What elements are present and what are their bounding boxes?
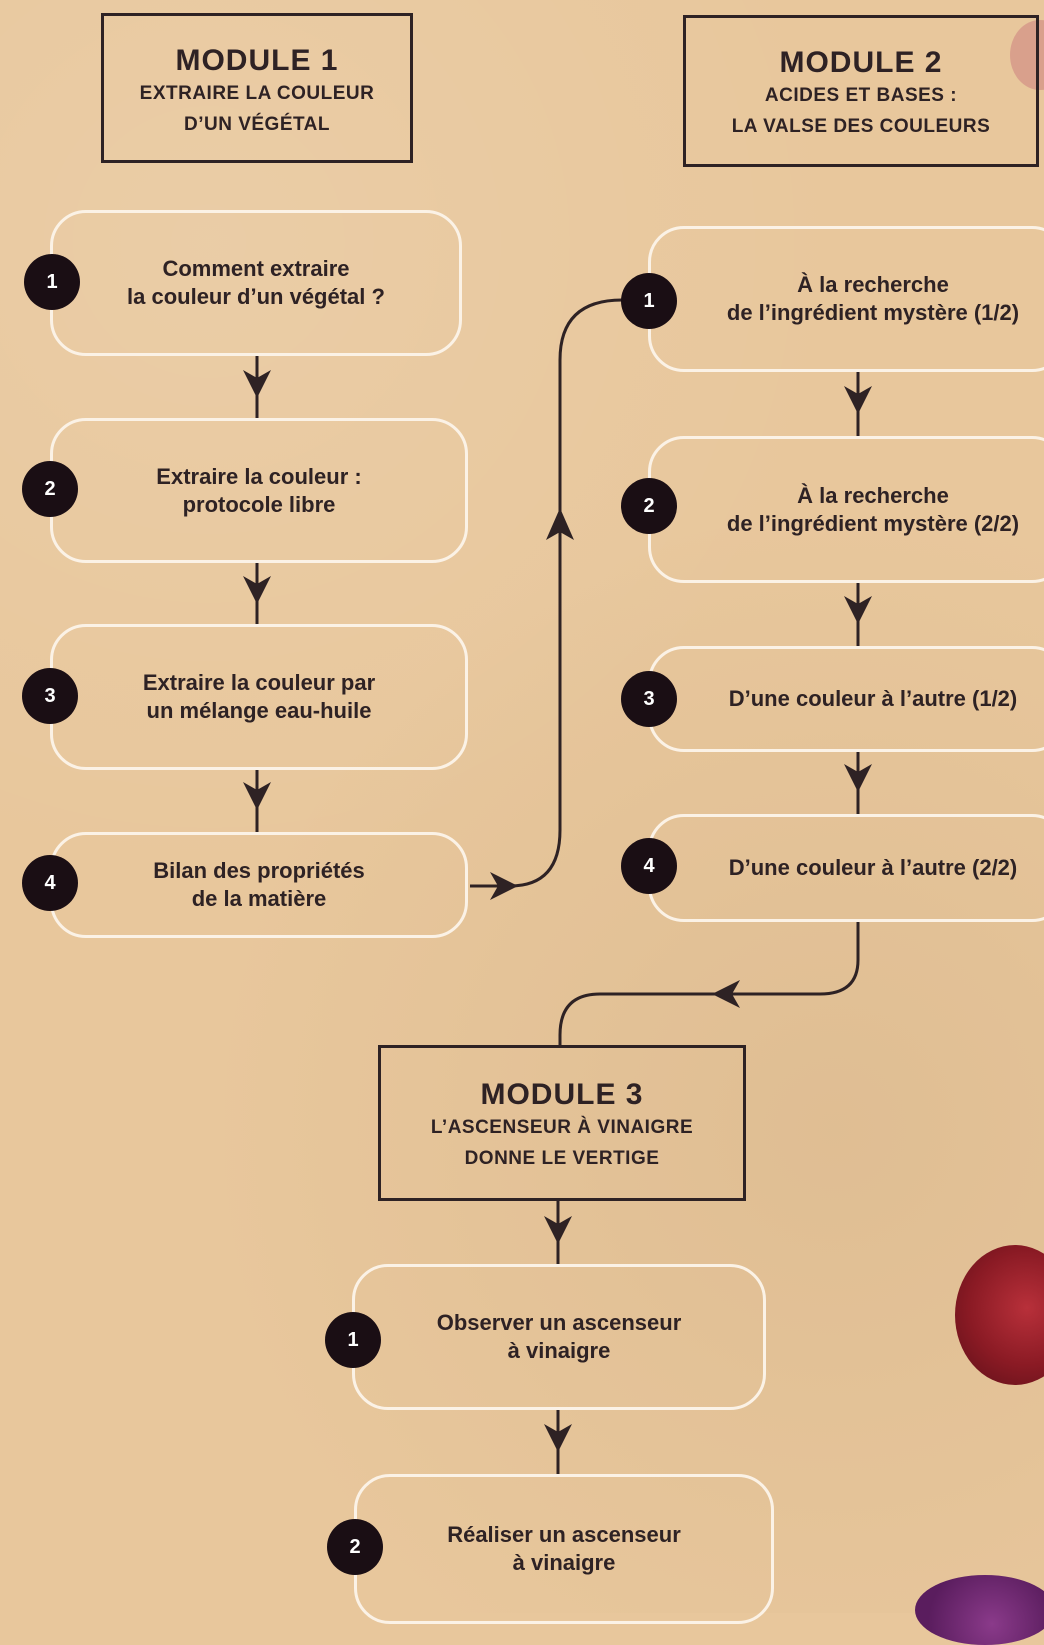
module2-title: MODULE 2	[779, 46, 943, 79]
module1-step-3-badge: 3	[22, 668, 78, 724]
module2-step-4-label: D’une couleur à l’autre (2/2)	[728, 855, 1018, 880]
module2-subtitle-line2: LA VALSE DES COULEURS	[731, 116, 991, 137]
module2-step-1: À la recherche de l’ingrédient mystère (…	[648, 226, 1044, 372]
module3-subtitle-line1: L’ASCENSEUR À VINAIGRE	[430, 1117, 694, 1138]
module1-subtitle-line2: D’UN VÉGÉTAL	[183, 114, 331, 135]
module2-step-3: D’une couleur à l’autre (1/2)	[648, 646, 1044, 752]
module1-step-2-badge: 2	[22, 461, 78, 517]
module2-step-1-badge: 1	[621, 273, 677, 329]
module1-header: MODULE 1 EXTRAIRE LA COULEUR D’UN VÉGÉTA…	[101, 13, 413, 163]
module1-step-1: Comment extraire la couleur d’un végétal…	[50, 210, 462, 356]
module2-step-2-label: À la recherche de l’ingrédient mystère (…	[726, 482, 1020, 536]
module3-subtitle-line2: DONNE LE VERTIGE	[464, 1148, 660, 1169]
module1-step-3: Extraire la couleur par un mélange eau-h…	[50, 624, 468, 770]
module1-step-3-label: Extraire la couleur par un mélange eau-h…	[142, 670, 376, 723]
module3-step-1: Observer un ascenseur à vinaigre	[352, 1264, 766, 1410]
module2-step-3-label: D’une couleur à l’autre (1/2)	[728, 686, 1018, 711]
module3-step-2-badge: 2	[327, 1519, 383, 1575]
module1-step-4: Bilan des propriétés de la matière	[50, 832, 468, 938]
module2-step-2-badge: 2	[621, 478, 677, 534]
module3-header: MODULE 3 L’ASCENSEUR À VINAIGRE DONNE LE…	[378, 1045, 746, 1201]
module2-step-2: À la recherche de l’ingrédient mystère (…	[648, 436, 1044, 583]
module2-step-4-badge: 4	[621, 838, 677, 894]
module3-title: MODULE 3	[480, 1078, 644, 1111]
module2-step-3-badge: 3	[621, 671, 677, 727]
module1-subtitle-line1: EXTRAIRE LA COULEUR	[139, 83, 375, 104]
red-lid-decoration	[955, 1245, 1044, 1385]
module1-title: MODULE 1	[175, 44, 339, 77]
module1-step-4-label: Bilan des propriétés de la matière	[153, 858, 365, 911]
module3-step-1-badge: 1	[325, 1312, 381, 1368]
module1-step-4-badge: 4	[22, 855, 78, 911]
module1-step-1-label: Comment extraire la couleur d’un végétal…	[127, 256, 385, 309]
module1-step-2: Extraire la couleur : protocole libre	[50, 418, 468, 563]
module3-step-1-label: Observer un ascenseur à vinaigre	[436, 1310, 682, 1363]
module2-header: MODULE 2 ACIDES ET BASES : LA VALSE DES …	[683, 15, 1039, 167]
module3-step-2-label: Réaliser un ascenseur à vinaigre	[447, 1522, 681, 1575]
module1-step-2-label: Extraire la couleur : protocole libre	[156, 463, 362, 517]
module2-step-1-label: À la recherche de l’ingrédient mystère (…	[726, 272, 1020, 325]
module2-subtitle-line1: ACIDES ET BASES :	[764, 85, 958, 106]
module3-step-2: Réaliser un ascenseur à vinaigre	[354, 1474, 774, 1624]
module1-step-1-badge: 1	[24, 254, 80, 310]
module2-step-4: D’une couleur à l’autre (2/2)	[648, 814, 1044, 922]
